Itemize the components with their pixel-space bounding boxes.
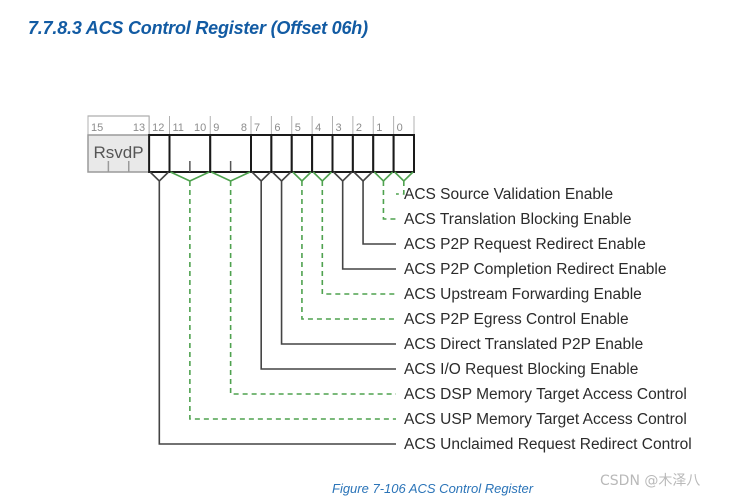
reserved-field-label: RsvdP (94, 143, 144, 162)
field-chevron (292, 171, 312, 183)
field-chevron (149, 171, 170, 183)
field-label: ACS P2P Request Redirect Enable (404, 236, 646, 253)
field-chevron (373, 171, 394, 183)
bit-number: 8 (241, 122, 247, 134)
bit-number: 11 (173, 122, 184, 134)
field-label: ACS P2P Completion Redirect Enable (404, 261, 667, 278)
field-chevron (353, 171, 373, 183)
field-chevron (394, 171, 414, 183)
field-label: ACS Upstream Forwarding Enable (404, 286, 642, 303)
leader-line (260, 181, 396, 370)
bit-number: 6 (274, 122, 280, 134)
field-label: ACS Unclaimed Request Redirect Control (404, 436, 692, 453)
leader-line (382, 181, 396, 220)
bit-number: 12 (152, 122, 164, 134)
leader-line (321, 181, 396, 295)
bit-number: 5 (295, 122, 301, 134)
field-chevron (170, 171, 210, 182)
leader-line (229, 181, 396, 395)
field-chevron (210, 171, 251, 182)
bit-number: 4 (315, 122, 321, 134)
field-label: ACS Translation Blocking Enable (404, 211, 631, 228)
watermark: CSDN @木泽八 (600, 473, 701, 489)
page-title: 7.7.8.3 ACS Control Register (Offset 06h… (28, 18, 368, 38)
field-label: ACS DSP Memory Target Access Control (404, 386, 687, 403)
bit-number: 13 (133, 122, 145, 134)
leader-line (158, 181, 396, 445)
leader-line (341, 181, 396, 270)
bit-number: 0 (397, 122, 403, 134)
bit-number: 3 (336, 122, 342, 134)
bit-number: 10 (194, 122, 206, 134)
leader-line (280, 181, 396, 345)
field-chevron (312, 171, 333, 183)
leader-line (362, 181, 396, 245)
field-label: ACS Source Validation Enable (404, 186, 613, 203)
field-label: ACS P2P Egress Control Enable (404, 311, 629, 328)
bit-number: 1 (376, 122, 382, 134)
register-cell-row: RsvdP (87, 134, 415, 173)
figure-caption: Figure 7-106 ACS Control Register (332, 481, 534, 496)
field-label: ACS I/O Request Blocking Enable (404, 361, 638, 378)
leader-lines (158, 181, 405, 445)
field-chevron (271, 171, 292, 183)
bit-number: 7 (254, 122, 260, 134)
bit-number: 2 (356, 122, 362, 134)
field-chevron (251, 171, 271, 183)
leader-line (301, 181, 396, 320)
bit-number: 15 (91, 122, 103, 134)
bit-number: 9 (213, 122, 219, 134)
field-chevrons (149, 171, 414, 183)
field-label: ACS USP Memory Target Access Control (404, 411, 687, 428)
field-chevron (332, 171, 353, 183)
leader-line (189, 181, 396, 420)
leader-line (396, 181, 405, 195)
field-label: ACS Direct Translated P2P Enable (404, 336, 643, 353)
